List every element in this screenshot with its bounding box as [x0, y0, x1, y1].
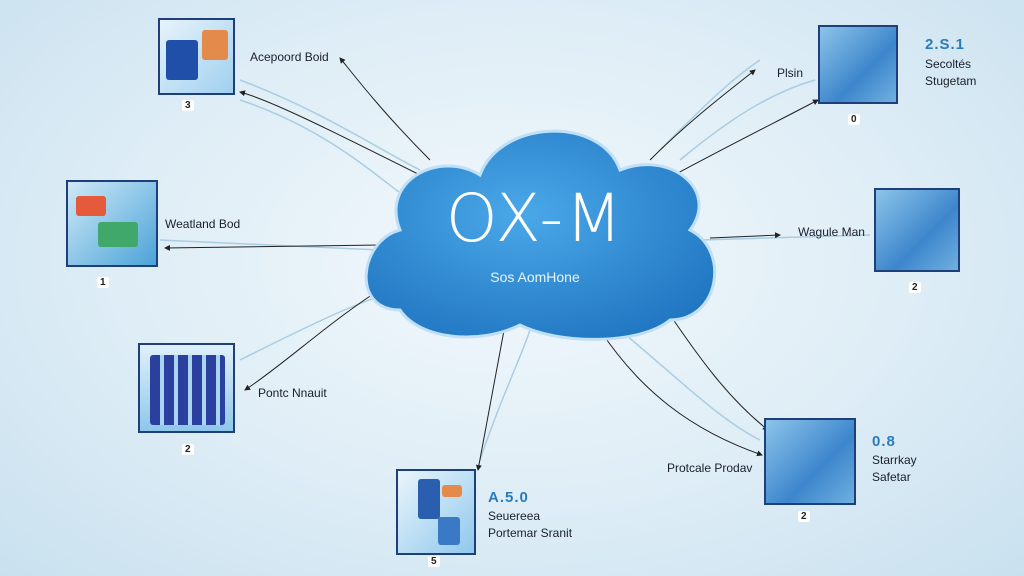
node-image-users[interactable]: [818, 25, 898, 104]
cloud-shape: [364, 129, 717, 341]
node-label: Wagule Man: [798, 225, 865, 239]
node-image-team[interactable]: [874, 188, 960, 272]
node-label: Acepoord Boid: [250, 50, 329, 64]
node-badge: 3: [182, 100, 194, 111]
node-label: Weatland Bod: [165, 217, 241, 231]
node-badge: 5: [428, 556, 440, 567]
center-title: OX-M: [445, 180, 625, 257]
node-image-keyboard[interactable]: [158, 18, 235, 95]
node-badge: 0: [848, 114, 860, 125]
node-badge: 2: [182, 444, 194, 455]
center-subtitle: Sos AomHone: [490, 269, 580, 285]
node-image-people[interactable]: [764, 418, 856, 505]
node-version: A.5.0: [488, 489, 529, 506]
node-image-building[interactable]: [138, 343, 235, 433]
node-version: 2.S.1: [925, 36, 966, 53]
node-badge: 2: [909, 282, 921, 293]
node-badge: 2: [798, 511, 810, 522]
node-label: Pontc Nnauit: [258, 386, 327, 400]
node-image-devices[interactable]: [396, 469, 476, 555]
node-label: Protcale Prodav: [667, 461, 753, 475]
node-version: 0.8: [872, 433, 896, 450]
node-label: Plsin: [777, 66, 804, 80]
node-badge: 1: [97, 277, 109, 288]
node-image-map[interactable]: [66, 180, 158, 267]
